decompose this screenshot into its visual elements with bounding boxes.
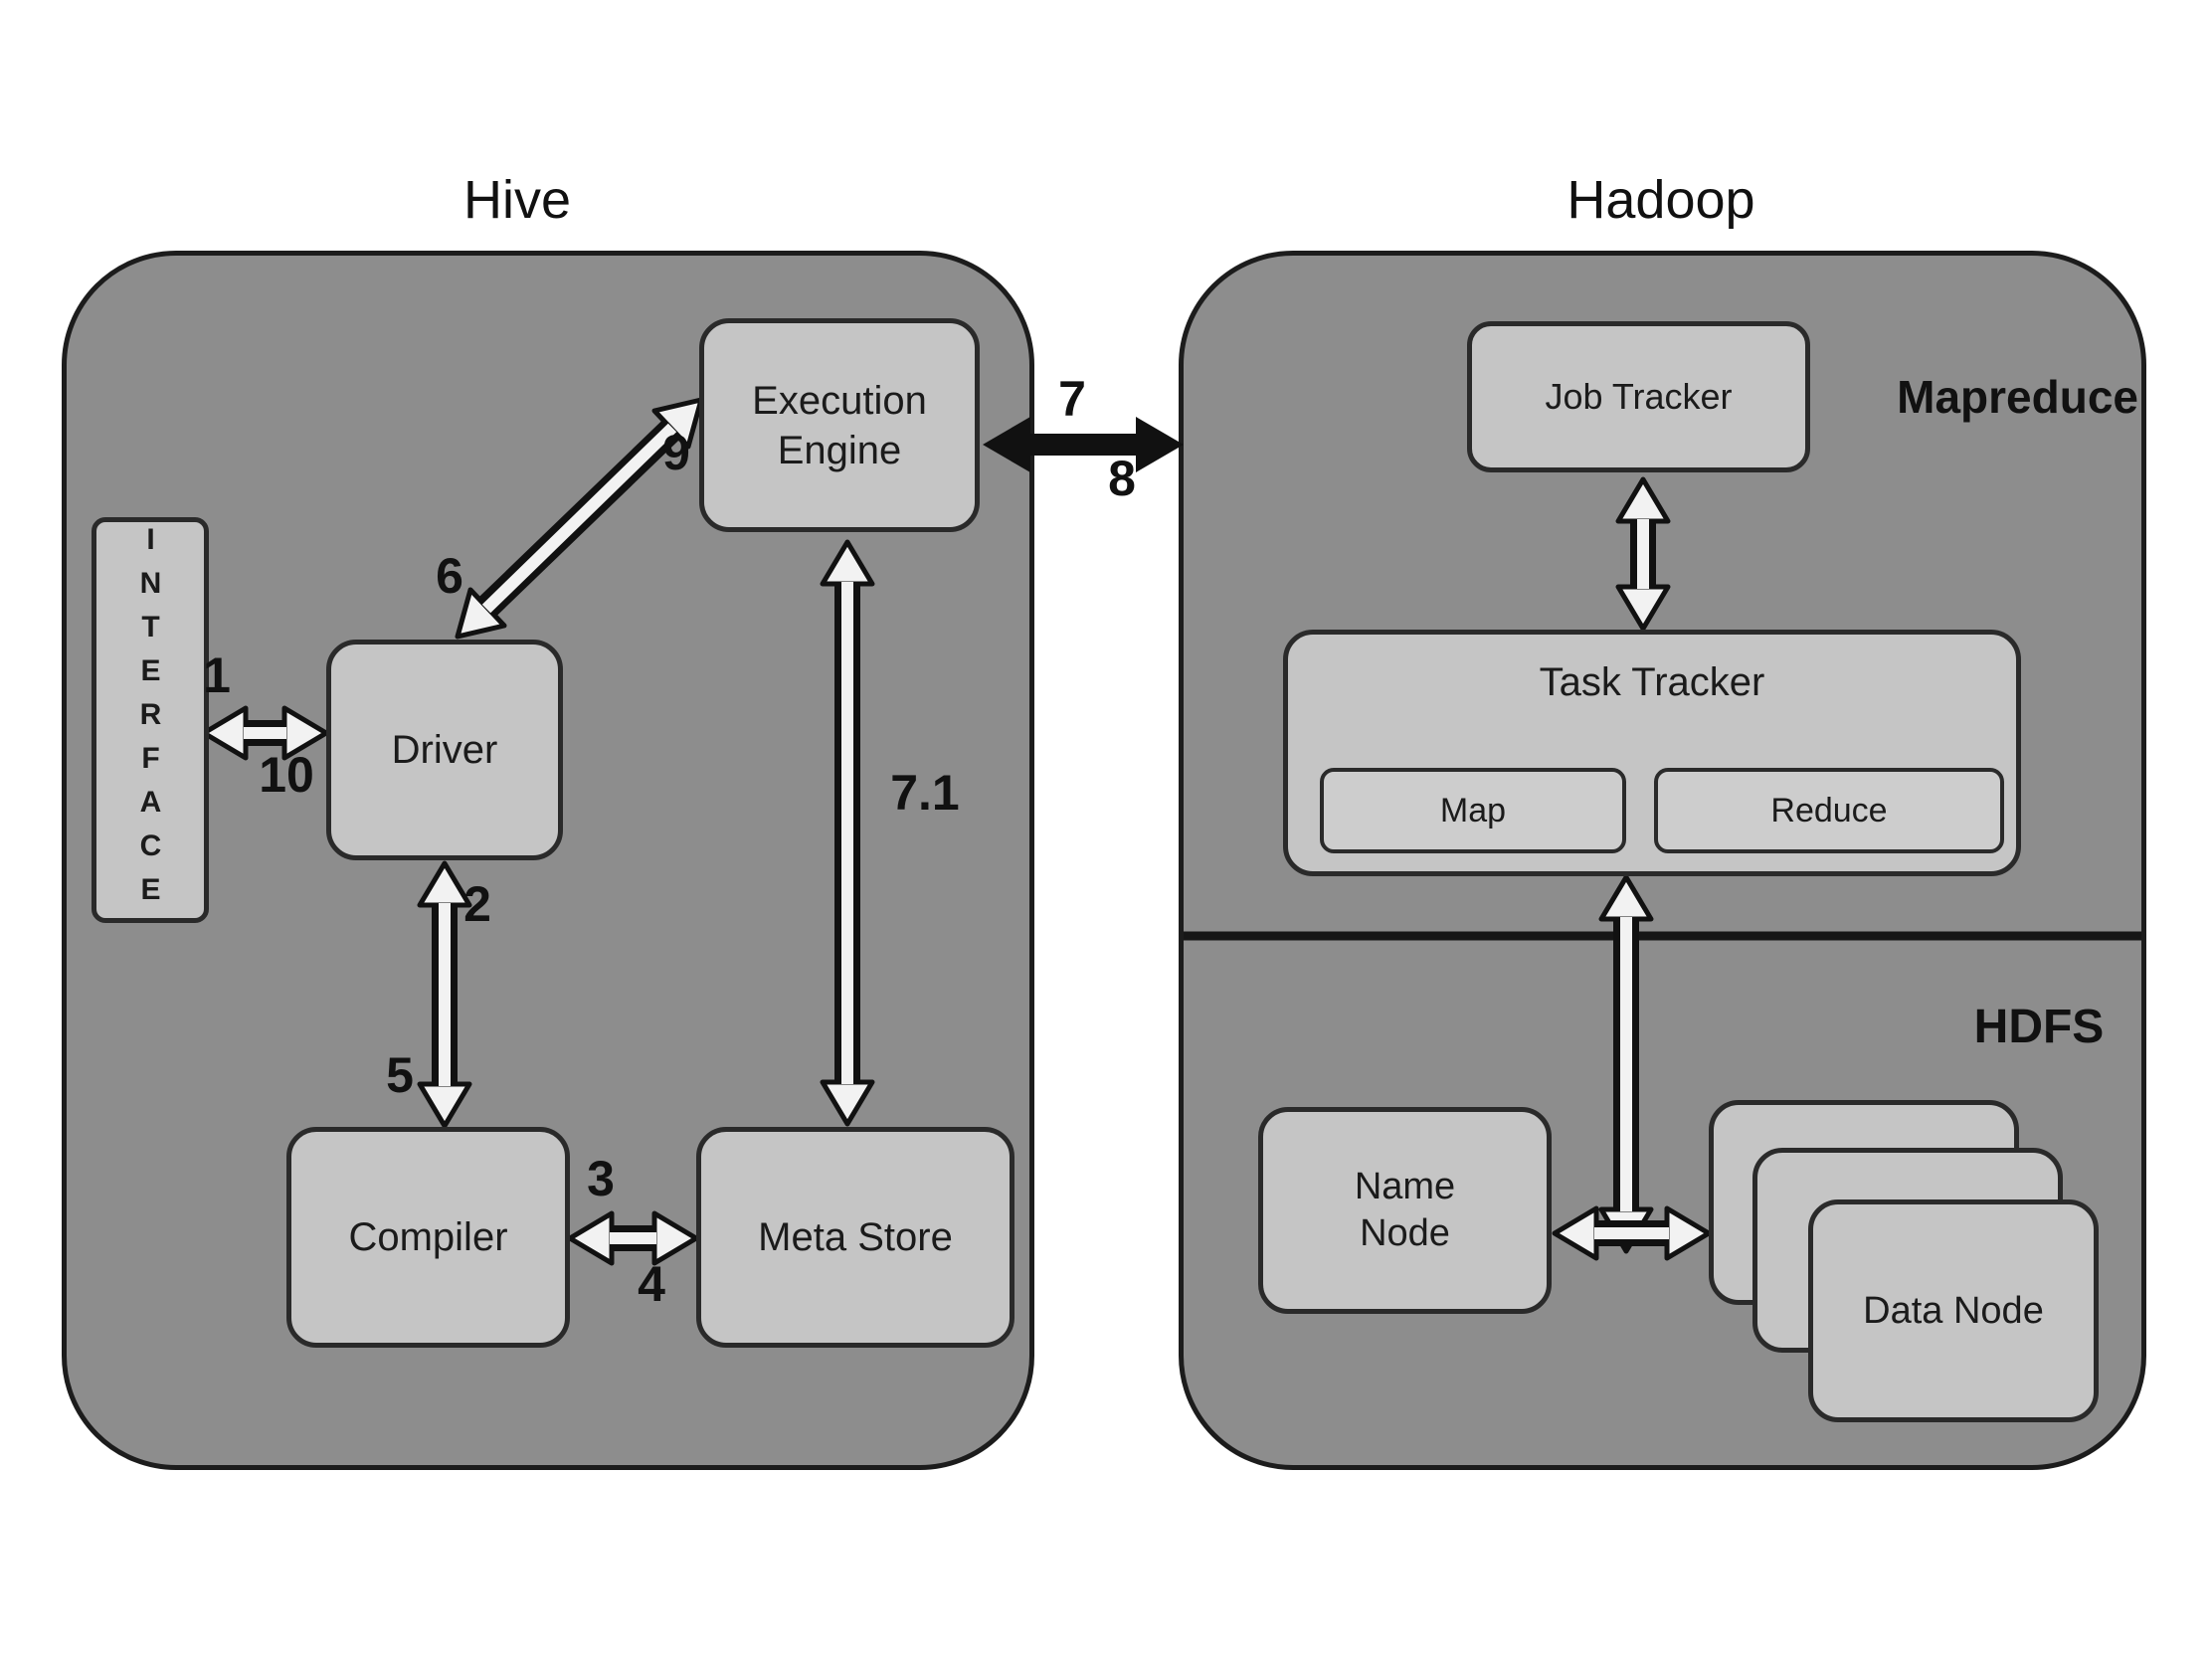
map-label: Map bbox=[1439, 791, 1507, 830]
job-tracker-label: Job Tracker bbox=[1545, 376, 1733, 417]
meta-store-label: Meta Store bbox=[758, 1214, 953, 1259]
meta-store-box: Meta Store bbox=[696, 1127, 1014, 1348]
step-label-7-1: 7.1 bbox=[890, 765, 960, 821]
task-tracker-label: Task Tracker bbox=[1539, 660, 1765, 704]
step-label-4: 4 bbox=[638, 1256, 665, 1312]
data-node-label: Data Node bbox=[1863, 1289, 2044, 1332]
reduce-box: Reduce bbox=[1654, 768, 2004, 853]
compiler-box: Compiler bbox=[286, 1127, 570, 1348]
step-label-9: 9 bbox=[662, 425, 690, 480]
step-label-6: 6 bbox=[436, 548, 463, 604]
step-label-7: 7 bbox=[1058, 371, 1086, 427]
step-label-1: 1 bbox=[203, 647, 231, 703]
hdfs-section-label: HDFS bbox=[1973, 1001, 2105, 1053]
mapreduce-section-label: Mapreduce bbox=[1897, 371, 2138, 423]
interface-label: INTERFACE bbox=[134, 523, 167, 917]
map-box: Map bbox=[1320, 768, 1626, 853]
job-tracker-box: Job Tracker bbox=[1467, 321, 1810, 472]
compiler-label: Compiler bbox=[348, 1214, 508, 1259]
data-node-box-front: Data Node bbox=[1808, 1199, 2099, 1422]
reduce-label: Reduce bbox=[1770, 791, 1888, 830]
driver-label: Driver bbox=[391, 727, 498, 772]
driver-box: Driver bbox=[326, 640, 563, 860]
interface-box: INTERFACE bbox=[92, 517, 209, 923]
step-label-10: 10 bbox=[259, 747, 314, 803]
step-label-8: 8 bbox=[1108, 451, 1136, 506]
step-label-5: 5 bbox=[386, 1047, 414, 1103]
step-label-3: 3 bbox=[587, 1151, 615, 1206]
hive-title: Hive bbox=[462, 170, 572, 230]
execution-engine-label: Execution Engine bbox=[752, 378, 927, 472]
hadoop-title: Hadoop bbox=[1567, 170, 1755, 230]
name-node-label: Name Node bbox=[1354, 1165, 1456, 1255]
step-label-2: 2 bbox=[463, 876, 491, 932]
execution-engine-box: Execution Engine bbox=[699, 318, 980, 532]
name-node-box: Name Node bbox=[1258, 1107, 1552, 1314]
task-tracker-box: Task Tracker Map Reduce bbox=[1283, 630, 2021, 876]
